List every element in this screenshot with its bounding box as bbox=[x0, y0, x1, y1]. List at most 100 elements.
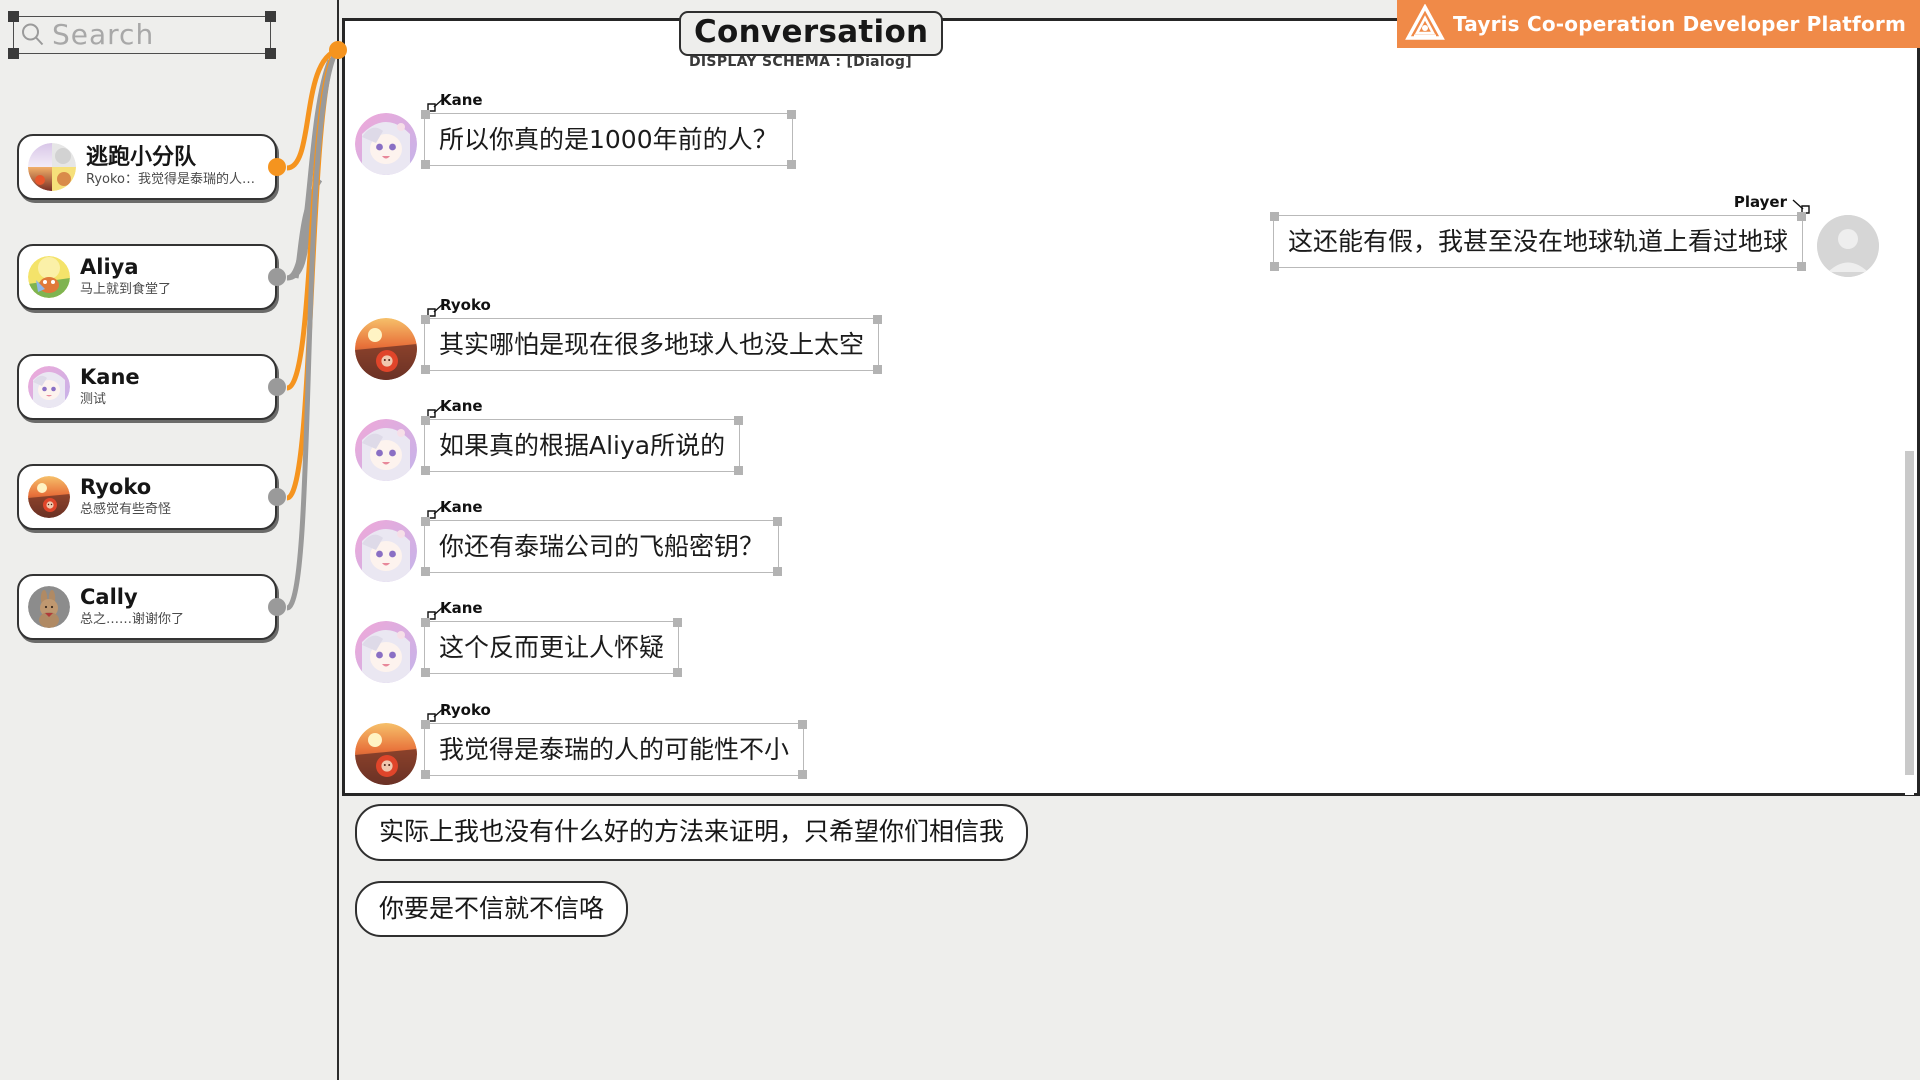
chat-scroll-area[interactable]: Kane 所以你真的是1000年前的人？ bbox=[345, 73, 1917, 797]
bubble-handle-top-right[interactable] bbox=[734, 416, 744, 425]
sidebar-item-texts: Aliya 马上就到食堂了 bbox=[80, 255, 171, 298]
speaker-name: Player bbox=[1733, 193, 1787, 211]
vertical-scrollbar-track[interactable] bbox=[1905, 77, 1914, 795]
page-title: Conversation bbox=[679, 11, 944, 56]
message-row[interactable]: Ryoko 其实哪怕是现在很多地球人也没上太空 bbox=[355, 296, 883, 380]
search-input[interactable]: Search bbox=[13, 16, 271, 54]
bubble-handle-top-left[interactable] bbox=[421, 315, 430, 324]
resize-handle-top-right[interactable] bbox=[265, 11, 276, 22]
conversation-panel: Kane 所以你真的是1000年前的人？ bbox=[342, 18, 1920, 796]
avatar bbox=[28, 143, 76, 191]
message-bubble[interactable]: 这个反而更让人怀疑 bbox=[421, 618, 683, 678]
speaker-leader-line bbox=[427, 605, 445, 620]
message-text: 所以你真的是1000年前的人？ bbox=[439, 125, 778, 154]
sidebar-item-group[interactable]: 逃跑小分队 Ryoko：我觉得是泰瑞的人… bbox=[17, 134, 286, 200]
speaker-leader-line bbox=[427, 707, 445, 722]
avatar bbox=[28, 586, 70, 628]
sidebar-item-aliya[interactable]: Aliya 马上就到食堂了 bbox=[17, 244, 286, 310]
avatar bbox=[355, 318, 417, 380]
message-row[interactable]: Ryoko 我觉得是泰瑞的人的可能性不小 bbox=[355, 701, 808, 785]
message-bubble[interactable]: 这还能有假，我甚至没在地球轨道上看过地球 bbox=[1269, 212, 1806, 272]
bubble-handle-bottom-left[interactable] bbox=[421, 668, 430, 678]
bubble-handle-top-left[interactable] bbox=[421, 618, 430, 627]
speaker-leader-line bbox=[427, 302, 445, 317]
sidebar-item-preview: Ryoko：我觉得是泰瑞的人… bbox=[86, 172, 255, 188]
speaker-name: Kane bbox=[440, 599, 483, 617]
bubble-handle-bottom-left[interactable] bbox=[421, 567, 430, 577]
resize-handle-bottom-right[interactable] bbox=[265, 48, 276, 59]
speaker-name: Ryoko bbox=[440, 296, 491, 314]
speaker-leader-line bbox=[427, 97, 445, 112]
message-text: 你还有泰瑞公司的飞船密钥？ bbox=[439, 532, 765, 561]
message-row[interactable]: Kane 如果真的根据Aliya所说的 bbox=[355, 397, 744, 481]
bubble-handle-bottom-left[interactable] bbox=[421, 770, 430, 780]
avatar bbox=[28, 366, 70, 408]
sidebar-item-texts: Ryoko 总感觉有些奇怪 bbox=[80, 475, 171, 518]
bubble-handle-top-right[interactable] bbox=[798, 720, 808, 729]
bubble-handle-bottom-right[interactable] bbox=[673, 668, 683, 678]
bubble-handle-bottom-left[interactable] bbox=[421, 365, 430, 375]
avatar bbox=[28, 256, 70, 298]
sidebar-item-texts: Cally 总之……谢谢你了 bbox=[80, 585, 184, 628]
sidebar-item-name: 逃跑小分队 bbox=[86, 144, 197, 170]
bubble-handle-top-right[interactable] bbox=[673, 618, 683, 627]
message-text: 其实哪怕是现在很多地球人也没上太空 bbox=[439, 330, 865, 359]
bubble-handle-top-right[interactable] bbox=[773, 517, 783, 526]
sidebar-item-name: Ryoko bbox=[80, 475, 152, 500]
message-bubble[interactable]: 我觉得是泰瑞的人的可能性不小 bbox=[421, 720, 808, 780]
bubble-handle-bottom-right[interactable] bbox=[1797, 262, 1806, 272]
node-port-out[interactable] bbox=[268, 598, 286, 616]
choice-option[interactable]: 你要是不信就不信咯 bbox=[355, 880, 629, 937]
speaker-name: Kane bbox=[440, 498, 483, 516]
speaker-leader-line bbox=[427, 403, 445, 418]
sidebar-item-ryoko[interactable]: Ryoko 总感觉有些奇怪 bbox=[17, 464, 286, 530]
avatar bbox=[355, 520, 417, 582]
bubble-handle-top-left[interactable] bbox=[421, 416, 430, 425]
message-row[interactable]: Kane 你还有泰瑞公司的飞船密钥？ bbox=[355, 498, 783, 582]
speaker-name: Kane bbox=[440, 91, 483, 109]
node-port-out[interactable] bbox=[268, 378, 286, 396]
sidebar-item-preview: 测试 bbox=[80, 391, 107, 407]
message-bubble[interactable]: 其实哪怕是现在很多地球人也没上太空 bbox=[421, 315, 883, 375]
message-bubble[interactable]: 如果真的根据Aliya所说的 bbox=[421, 416, 744, 476]
message-body: Kane 如果真的根据Aliya所说的 bbox=[421, 397, 744, 476]
bubble-handle-top-right[interactable] bbox=[1797, 212, 1806, 221]
resize-handle-bottom-left[interactable] bbox=[8, 48, 19, 59]
sidebar-item-texts: 逃跑小分队 Ryoko：我觉得是泰瑞的人… bbox=[86, 145, 255, 189]
message-bubble[interactable]: 所以你真的是1000年前的人？ bbox=[421, 110, 796, 170]
message-body: Player 这还能有假，我甚至没在地球轨道上看过地球 bbox=[1269, 193, 1810, 272]
bubble-handle-top-left[interactable] bbox=[421, 517, 430, 526]
bubble-handle-bottom-right[interactable] bbox=[873, 365, 883, 375]
bubble-handle-top-left[interactable] bbox=[421, 720, 430, 729]
bubble-handle-bottom-right[interactable] bbox=[773, 567, 783, 577]
sidebar-item-kane[interactable]: Kane 测试 bbox=[17, 354, 286, 420]
speaker-name: Ryoko bbox=[440, 701, 491, 719]
message-row[interactable]: Player 这还能有假，我甚至没在地球轨道上看过地球 bbox=[1269, 193, 1879, 277]
message-bubble[interactable]: 你还有泰瑞公司的飞船密钥？ bbox=[421, 517, 783, 577]
bubble-handle-top-left[interactable] bbox=[421, 110, 430, 119]
sidebar-item-name: Kane bbox=[80, 365, 140, 390]
bubble-handle-bottom-left[interactable] bbox=[421, 160, 430, 170]
bubble-handle-top-right[interactable] bbox=[786, 110, 796, 119]
bubble-handle-bottom-right[interactable] bbox=[734, 466, 744, 476]
message-row[interactable]: Kane 这个反而更让人怀疑 bbox=[355, 599, 683, 683]
speaker-leader-line bbox=[427, 504, 445, 519]
node-port-out[interactable] bbox=[268, 268, 286, 286]
bubble-handle-bottom-left[interactable] bbox=[1269, 262, 1279, 272]
choice-option[interactable]: 实际上我也没有什么好的方法来证明，只希望你们相信我 bbox=[355, 804, 1029, 861]
sidebar-item-texts: Kane 测试 bbox=[80, 365, 140, 408]
bubble-handle-bottom-left[interactable] bbox=[421, 466, 430, 476]
search-field-wrapper[interactable]: Search bbox=[8, 11, 276, 59]
vertical-scrollbar-thumb[interactable] bbox=[1905, 451, 1914, 775]
message-row[interactable]: Kane 所以你真的是1000年前的人？ bbox=[355, 91, 796, 175]
sidebar-item-cally[interactable]: Cally 总之……谢谢你了 bbox=[17, 574, 286, 640]
bubble-handle-bottom-right[interactable] bbox=[798, 770, 808, 780]
node-port-out[interactable] bbox=[268, 158, 286, 176]
bubble-handle-bottom-right[interactable] bbox=[786, 160, 796, 170]
bubble-handle-top-right[interactable] bbox=[873, 315, 883, 324]
node-port-out[interactable] bbox=[268, 488, 286, 506]
brand-name: Tayris Co-operation Developer Platform bbox=[1452, 12, 1906, 36]
resize-handle-top-left[interactable] bbox=[8, 11, 19, 22]
bubble-handle-top-left[interactable] bbox=[1269, 212, 1279, 221]
